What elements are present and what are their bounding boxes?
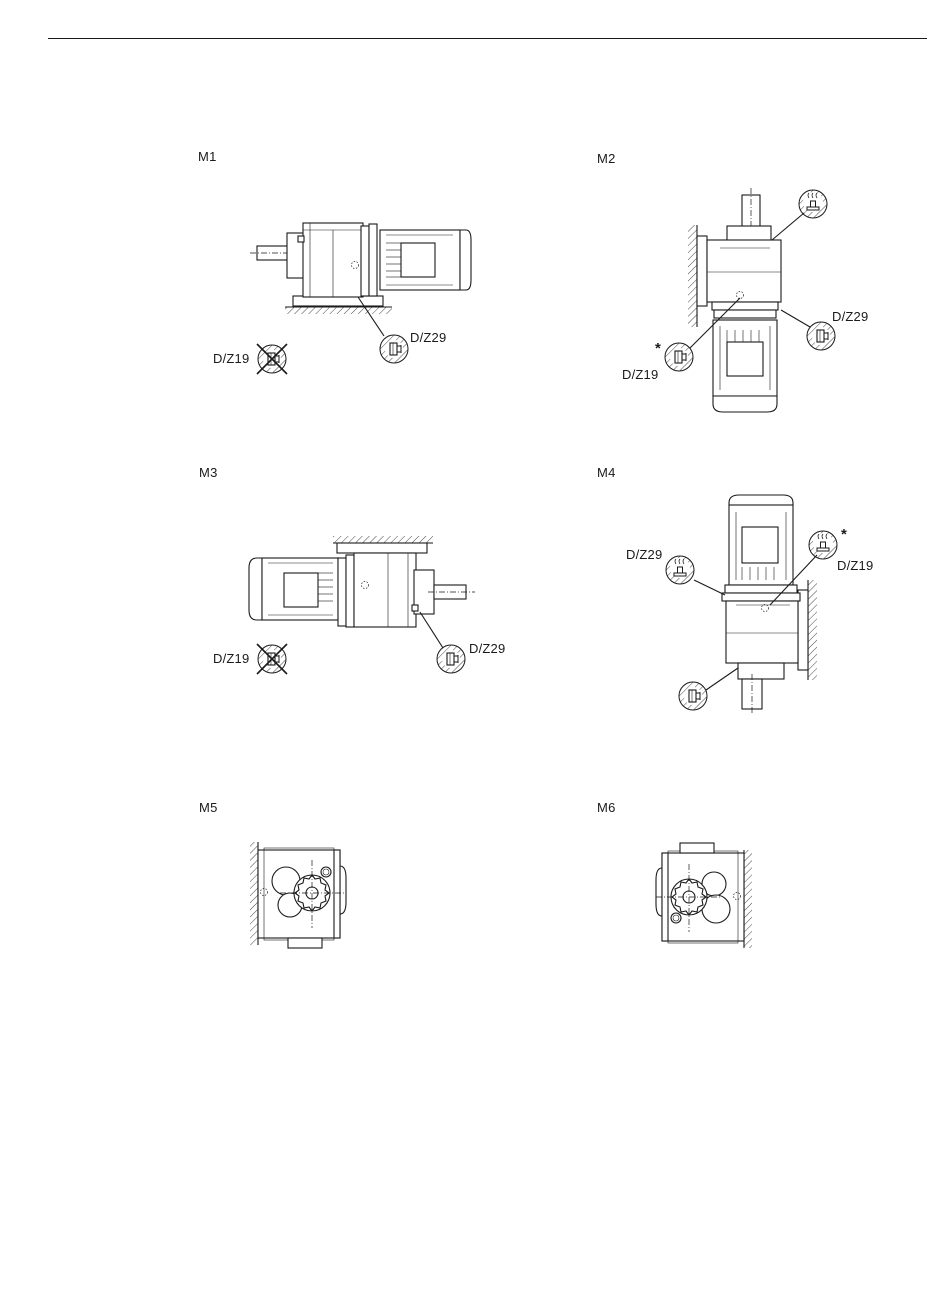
- m2-gearmotor-drawing: [688, 188, 810, 412]
- m2-screw-plug-icon: [665, 343, 693, 371]
- m6-housing-front-drawing: [656, 843, 752, 948]
- m4-vent-plug-icon-2: [809, 531, 837, 559]
- m2-drain-plug-icon: [807, 322, 835, 350]
- m3-gearmotor-drawing: [249, 536, 475, 648]
- m2-vent-plug-icon: [799, 190, 827, 218]
- m1-drain-plug-icon: [380, 335, 408, 363]
- m5-housing-front-drawing: [250, 842, 346, 948]
- m4-gearmotor-drawing: [694, 495, 817, 714]
- m4-screw-plug-icon: [679, 682, 707, 710]
- m3-crossed-plug-icon: [257, 644, 287, 674]
- m3-drain-plug-icon: [437, 645, 465, 673]
- m1-crossed-plug-icon: [257, 344, 287, 374]
- m1-gearmotor-drawing: [250, 223, 471, 336]
- m4-vent-plug-icon: [666, 556, 694, 584]
